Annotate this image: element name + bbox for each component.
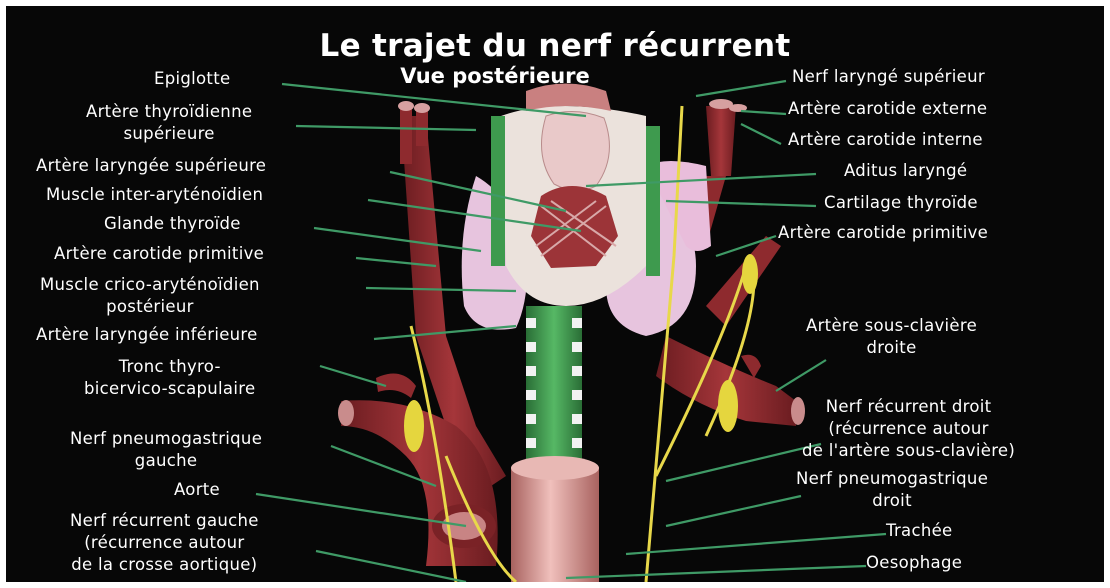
- label-cartilage-thyroide: Cartilage thyroïde: [824, 192, 978, 214]
- label-muscle-crico-arytenoidien: Muscle crico-aryténoïdien postérieur: [40, 274, 260, 318]
- label-tronc-thyro-bicervico-scapulaire: Tronc thyro- bicervico-scapulaire: [84, 356, 255, 400]
- label-artere-carotide-externe: Artère carotide externe: [788, 98, 987, 120]
- label-nerf-pneumogastrique-gauche: Nerf pneumogastrique gauche: [70, 428, 262, 472]
- label-artere-carotide-interne: Artère carotide interne: [788, 129, 983, 151]
- label-glande-thyroide: Glande thyroïde: [104, 213, 241, 235]
- esophagus: [511, 456, 599, 582]
- diagram-frame: Le trajet du nerf récurrent Vue postérie…: [6, 6, 1104, 582]
- label-aorte: Aorte: [174, 479, 220, 501]
- label-nerf-recurrent-droit: Nerf récurrent droit (récurrence autour …: [802, 396, 1015, 462]
- label-artere-carotide-primitive-gauche: Artère carotide primitive: [54, 243, 264, 265]
- label-artere-sous-claviere-droite: Artère sous-clavière droite: [806, 315, 977, 359]
- larynx: [491, 84, 660, 307]
- label-epiglotte: Epiglotte: [154, 68, 230, 90]
- label-muscle-inter-arytenoidien: Muscle inter-aryténoïdien: [46, 184, 263, 206]
- label-trachee: Trachée: [886, 520, 952, 542]
- label-oesophage: Oesophage: [866, 552, 962, 574]
- label-artere-laryngee-superieure: Artère laryngée supérieure: [36, 155, 266, 177]
- label-artere-thyroidienne-superieure: Artère thyroïdienne supérieure: [86, 101, 252, 145]
- label-nerf-pneumogastrique-droit: Nerf pneumogastrique droit: [796, 468, 988, 512]
- label-nerf-larynge-superieur: Nerf laryngé supérieur: [792, 66, 985, 88]
- label-aditus-larynge: Aditus laryngé: [844, 160, 967, 182]
- label-artere-carotide-primitive-droite: Artère carotide primitive: [778, 222, 988, 244]
- diagram-title: Le trajet du nerf récurrent: [6, 28, 1104, 64]
- label-nerf-recurrent-gauche: Nerf récurrent gauche (récurrence autour…: [70, 510, 259, 576]
- label-artere-laryngee-inferieure: Artère laryngée inférieure: [36, 324, 258, 346]
